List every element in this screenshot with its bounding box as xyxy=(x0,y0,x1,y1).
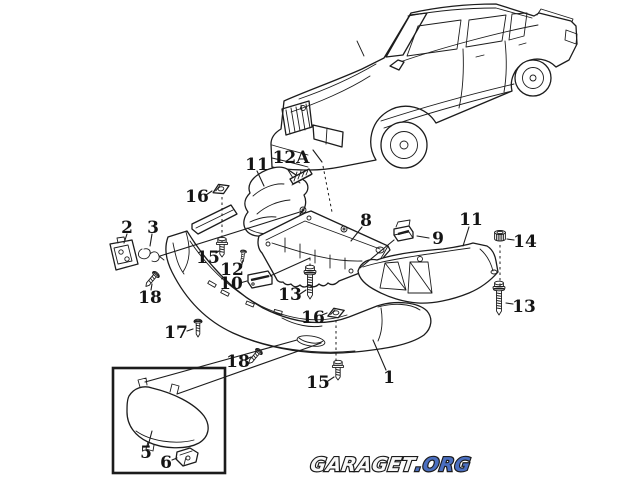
callout-3: 3 xyxy=(147,218,159,238)
car-locator-dashed xyxy=(322,165,333,213)
car-mirror xyxy=(389,59,405,71)
callout-18-left: 18 xyxy=(138,288,162,308)
car-hood-creases xyxy=(290,63,377,113)
callout-17: 17 xyxy=(164,323,188,343)
svg-text:GARAGET.ORG: GARAGET.ORG xyxy=(309,453,472,476)
callout-12: 12 xyxy=(220,260,244,280)
fog-lamp-cover-5 xyxy=(126,377,209,452)
upper-rail-strip xyxy=(191,204,238,235)
callout-16-bottom: 16 xyxy=(301,308,325,328)
callout-12a: 12A xyxy=(273,148,311,168)
bracket-12-10 xyxy=(247,270,273,289)
leader-lines xyxy=(123,170,515,395)
watermark-main: GARAGET xyxy=(309,453,418,476)
fog-lamp-opening xyxy=(296,335,326,347)
car-door-handles xyxy=(475,42,527,58)
callout-8: 8 xyxy=(360,211,372,231)
callout-2: 2 xyxy=(121,218,133,238)
car-front-bumper-lines xyxy=(271,144,309,168)
bolt-13-right xyxy=(492,280,506,316)
car-headlamp xyxy=(312,124,344,148)
callout-labels: 16 11 12A 2 3 8 9 11 14 13 15 12 10 13 1… xyxy=(121,148,537,473)
callout-10: 10 xyxy=(219,274,243,294)
callout-1: 1 xyxy=(383,368,395,388)
leader-6 xyxy=(171,457,178,461)
callout-13-right: 13 xyxy=(512,297,536,317)
clip-16-bottom xyxy=(326,306,346,320)
watermark-suffix: .ORG xyxy=(414,453,473,476)
callout-6: 6 xyxy=(160,453,172,473)
callout-18-mid: 18 xyxy=(226,352,250,372)
callout-11-right: 11 xyxy=(459,210,483,230)
callout-13-center: 13 xyxy=(278,285,302,305)
car-grille xyxy=(281,100,313,136)
car-rear-wheel xyxy=(514,59,552,97)
wire-clip-3 xyxy=(138,248,165,263)
wheel-arch-liner-right xyxy=(357,242,499,304)
car-grille-slats xyxy=(285,103,311,135)
callout-14: 14 xyxy=(513,232,537,252)
screw-17 xyxy=(193,318,203,338)
car-taillamp xyxy=(564,29,578,45)
car-front-rim xyxy=(390,131,418,159)
bumper-cover-1 xyxy=(165,230,432,354)
car-rear-window xyxy=(465,14,507,48)
car-rear-hub xyxy=(529,74,537,82)
nut-14 xyxy=(494,230,506,242)
car-antenna xyxy=(356,40,365,57)
inset-box xyxy=(111,366,227,475)
car-rear-rim xyxy=(522,67,544,89)
callout-16-topleft: 16 xyxy=(185,187,209,207)
callout-15-top: 15 xyxy=(196,248,220,268)
leader-5 xyxy=(147,430,153,447)
car-front-wheel xyxy=(380,121,428,169)
callout-15-bottom: 15 xyxy=(306,373,330,393)
sensor-box-9 xyxy=(393,219,414,242)
bracket-6 xyxy=(175,447,199,467)
car-front-window xyxy=(406,19,462,57)
car-beltline xyxy=(399,24,539,63)
car-windshield xyxy=(385,12,428,58)
car-door-seams xyxy=(458,40,507,109)
moulding-strip-12a xyxy=(289,168,313,186)
skid-plate-8 xyxy=(257,206,391,288)
car-headlamp-divider xyxy=(325,127,328,145)
car-quarter-window xyxy=(508,12,528,41)
watermark: GARAGET.ORG xyxy=(308,452,474,477)
callout-5: 5 xyxy=(140,443,152,463)
car-locator-line xyxy=(312,149,323,163)
clip-16-top xyxy=(210,181,232,197)
callout-11-left: 11 xyxy=(245,155,269,175)
callout-9: 9 xyxy=(432,229,444,249)
car-hood-badge xyxy=(300,105,306,111)
car-front-hub xyxy=(399,140,409,150)
car-spoiler xyxy=(536,8,574,23)
car-illustration xyxy=(270,3,578,213)
